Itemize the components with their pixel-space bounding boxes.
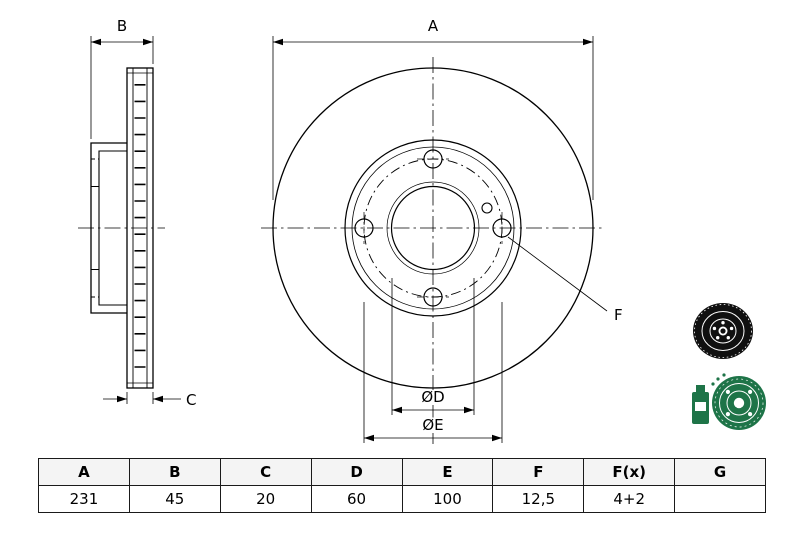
brake-disc-drawing: A B C ØD ØE F [78,17,766,448]
dim-label-f: F [614,306,623,324]
arrowhead [117,395,127,403]
value-cell-c: 20 [219,485,312,513]
value-cell-e: 100 [401,485,494,513]
arrowhead [364,434,374,442]
value-cell-f: 12,5 [492,485,585,513]
front-view [272,67,594,389]
arrowhead [392,406,402,414]
spray-can-icon [692,373,726,424]
table-value-row: 231 45 20 60 100 12,5 4+2 [38,485,766,513]
brake-disc-3d-icon [693,303,753,359]
dim-label-a: A [428,17,439,35]
hat-step-circle [351,146,515,310]
dim-label-e: ØE [422,416,443,434]
friction-ring-outline [126,67,154,389]
header-cell-c: C [219,458,312,486]
center-bore-circle [390,185,476,271]
friction-band-edge [719,383,759,423]
arrowhead [91,38,101,46]
arrowhead [464,406,474,414]
bolt-hole-dots [712,321,734,340]
dim-label-c: C [186,391,196,409]
value-cell-a: 231 [38,485,130,513]
hat-edge-circle [344,139,522,317]
centerlines [78,57,605,448]
hat-inner-outline [98,150,127,306]
center-bore-inner [720,328,726,334]
side-view [90,67,154,389]
spray-dots [711,373,726,386]
bore-chamfer-circle [386,181,480,275]
bolt-hole-centermarks [363,158,503,298]
dim-label-d: ØD [421,388,444,406]
can-cap [696,385,705,392]
locating-pin-hole [481,202,493,214]
brake-disc-front-icon [712,376,766,430]
outer-diameter-circle [272,67,594,389]
header-cell-g: G [674,458,766,486]
value-cell-d: 60 [310,485,403,513]
header-cell-fx: F(x) [583,458,676,486]
center-bore-dot [733,397,745,409]
arrowhead [153,395,163,403]
bolt-hole-dots [725,389,753,417]
dimensions [90,36,608,443]
dim-label-b: B [117,17,127,35]
friction-band-edge [701,311,745,351]
value-cell-fx: 4+2 [583,485,676,513]
vented-rim [714,378,764,428]
value-cell-g [674,485,766,513]
arrowhead [583,38,593,46]
arrowhead [492,434,502,442]
arrowhead [273,38,283,46]
dimension-table: A B C D E F F(x) G 231 45 20 60 100 12,5… [38,458,766,513]
value-cell-b: 45 [128,485,221,513]
label-plate [412,418,454,433]
table-header-row: A B C D E F F(x) G [38,458,766,486]
label-plate [412,390,454,405]
arrowhead [143,38,153,46]
header-cell-b: B [128,458,221,486]
header-cell-a: A [38,458,130,486]
can-label [695,402,706,411]
dim-f-leader [507,236,608,312]
header-cell-d: D [310,458,403,486]
header-cell-f: F [492,458,585,486]
hat-outline [90,142,127,314]
disc-cleaning-thumbnail [692,373,766,430]
vented-rim [694,304,752,358]
header-cell-e: E [401,458,494,486]
